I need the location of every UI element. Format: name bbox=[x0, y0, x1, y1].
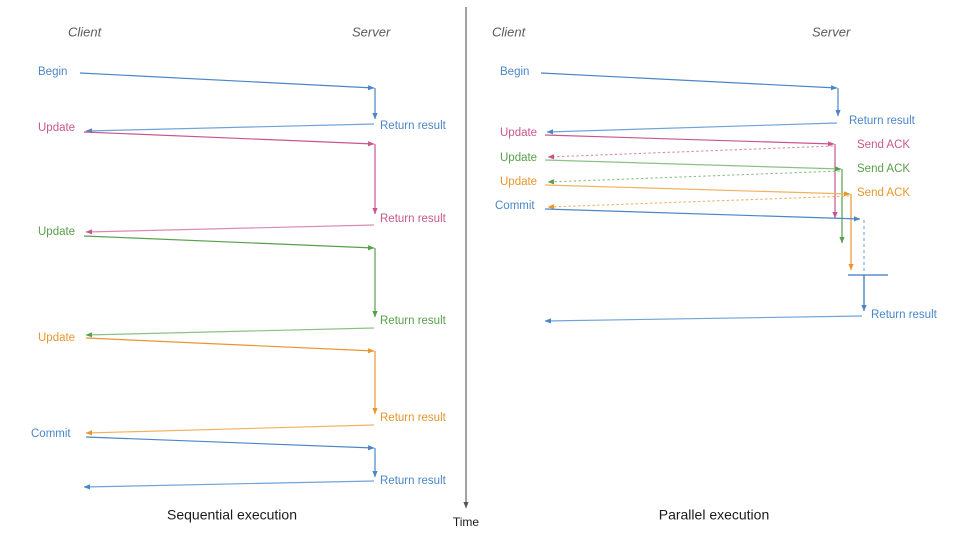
reply-arrow-update-pink bbox=[85, 224, 375, 235]
ack-arrow-green bbox=[547, 170, 841, 185]
msg-label-update-pink-parallel: Update bbox=[500, 127, 537, 139]
msg-label-return-result-3: Return result bbox=[380, 315, 447, 327]
msg-label-return-result-parallel-1: Return result bbox=[849, 115, 916, 127]
request-arrow-begin bbox=[79, 72, 375, 91]
reply-arrow-commit bbox=[83, 480, 375, 490]
request-arrow-update-green-parallel bbox=[544, 159, 842, 172]
interaction-update-pink-parallel: Update Send ACK bbox=[500, 127, 910, 219]
lane-title-client-parallel: Client bbox=[492, 24, 527, 39]
msg-label-commit-parallel: Commit bbox=[495, 200, 535, 212]
interaction-update-green: Update Return result bbox=[38, 226, 447, 338]
msg-label-send-ack-3: Send ACK bbox=[857, 187, 910, 199]
interaction-update-orange-parallel: Update Send ACK bbox=[500, 176, 910, 271]
request-arrow-update-orange bbox=[85, 337, 375, 354]
reply-arrow-begin-parallel bbox=[546, 122, 838, 135]
msg-label-begin: Begin bbox=[38, 66, 67, 78]
reply-arrow-begin bbox=[85, 123, 375, 134]
msg-label-begin-parallel: Begin bbox=[500, 66, 529, 78]
panel-caption-sequential: Sequential execution bbox=[167, 507, 297, 523]
request-arrow-update-green bbox=[83, 235, 375, 251]
msg-label-commit: Commit bbox=[31, 428, 71, 440]
panel-parallel: Client Server Begin Return result Update… bbox=[492, 24, 938, 522]
msg-label-send-ack-2: Send ACK bbox=[857, 163, 910, 175]
interaction-begin-blue-parallel: Begin Return result bbox=[500, 66, 916, 135]
msg-label-return-result-5: Return result bbox=[380, 475, 447, 487]
lane-title-server-parallel: Server bbox=[812, 24, 851, 39]
msg-label-update-orange: Update bbox=[38, 332, 75, 344]
msg-label-return-result-1: Return result bbox=[380, 120, 447, 132]
request-arrow-commit bbox=[85, 436, 375, 451]
reply-arrow-update-green bbox=[85, 327, 375, 338]
interaction-commit-blue-parallel: Commit Return result bbox=[495, 200, 938, 324]
msg-label-update-green: Update bbox=[38, 226, 75, 238]
msg-label-update-pink: Update bbox=[38, 122, 75, 134]
request-arrow-commit-parallel bbox=[544, 208, 861, 222]
request-arrow-update-pink-parallel bbox=[544, 134, 835, 147]
reply-arrow-commit-parallel bbox=[544, 315, 863, 324]
request-arrow-update-pink bbox=[83, 131, 375, 147]
lane-title-server: Server bbox=[352, 24, 391, 39]
time-axis-label: Time bbox=[453, 515, 480, 529]
lane-title-client: Client bbox=[68, 24, 103, 39]
panel-sequential: Client Server Begin Return result Update… bbox=[31, 24, 447, 522]
interaction-update-orange: Update Return result bbox=[38, 332, 447, 436]
msg-label-send-ack-1: Send ACK bbox=[857, 139, 910, 151]
ack-arrow-orange bbox=[547, 195, 850, 210]
request-arrow-begin-parallel bbox=[540, 72, 838, 91]
interaction-commit-blue: Commit Return result bbox=[31, 428, 447, 490]
msg-label-update-green-parallel: Update bbox=[500, 152, 537, 164]
request-arrow-update-orange-parallel bbox=[544, 184, 851, 197]
msg-label-update-orange-parallel: Update bbox=[500, 176, 537, 188]
reply-arrow-update-orange bbox=[85, 424, 375, 436]
msg-label-return-result-4: Return result bbox=[380, 412, 447, 424]
panel-caption-parallel: Parallel execution bbox=[659, 507, 770, 523]
msg-label-return-result-2: Return result bbox=[380, 213, 447, 225]
ack-arrow-pink bbox=[547, 145, 834, 160]
interaction-begin-blue: Begin Return result bbox=[38, 66, 447, 134]
interaction-update-green-parallel: Update Send ACK bbox=[500, 152, 910, 244]
interaction-update-pink: Update Return result bbox=[38, 122, 447, 235]
msg-label-return-result-parallel-2: Return result bbox=[871, 309, 938, 321]
